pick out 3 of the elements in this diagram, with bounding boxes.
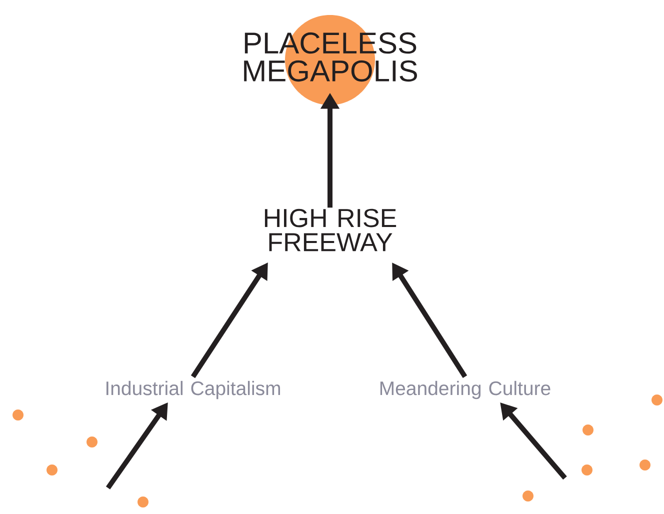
source-label: Industrial Capitalism <box>106 380 280 400</box>
stage-label: HIGH RISE FREEWAY <box>264 208 396 252</box>
source-label: Meandering Culture <box>380 380 550 400</box>
